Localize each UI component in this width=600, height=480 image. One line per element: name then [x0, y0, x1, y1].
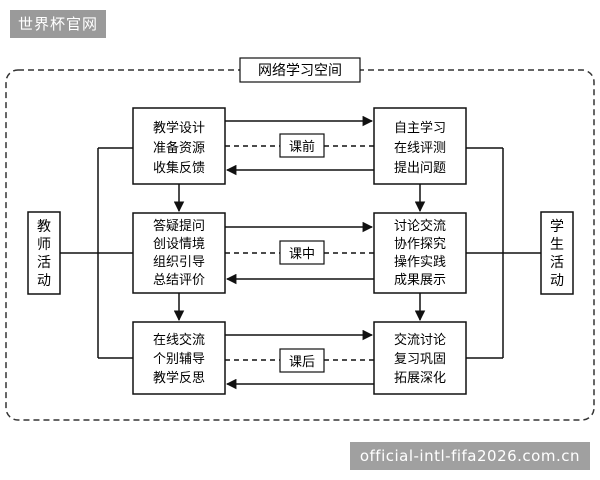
- teacher-in-line-4: 总结评价: [153, 273, 205, 288]
- frame-title-box: [239, 57, 361, 83]
- watermark-bottom-right: official-intl-fifa2026.com.cn: [349, 442, 590, 470]
- frame-title: 网络学习空间: [258, 63, 342, 79]
- teacher-before-line-1: 教学设计: [153, 120, 205, 136]
- student-in-line-4: 成果展示: [394, 273, 446, 288]
- student-bracket: [466, 147, 541, 359]
- stage-label-before: 课前: [289, 139, 315, 155]
- teacher-activity-char-2: 师: [37, 237, 51, 253]
- student-before-line-1: 自主学习: [394, 120, 446, 136]
- teacher-in-line-2: 创设情境: [153, 237, 205, 252]
- stage-label-after: 课后: [289, 355, 315, 370]
- student-after-line-3: 拓展深化: [394, 371, 446, 386]
- student-after-line-1: 交流讨论: [394, 332, 446, 348]
- teacher-after-line-2: 个别辅导: [153, 352, 205, 367]
- teacher-box-before-class: [132, 107, 226, 185]
- teacher-bracket: [60, 147, 133, 359]
- student-after-line-2: 复习巩固: [394, 352, 446, 367]
- teacher-activity-char-3: 活: [37, 255, 51, 271]
- student-in-line-1: 讨论交流: [394, 218, 446, 234]
- student-in-line-2: 协作探究: [394, 237, 446, 252]
- student-box-in-class: [373, 212, 467, 294]
- teacher-after-line-3: 教学反思: [153, 370, 205, 386]
- watermark-top-left: 世界杯官网: [10, 10, 107, 38]
- student-activity-char-3: 活: [550, 255, 564, 271]
- student-in-line-3: 操作实践: [394, 254, 446, 270]
- student-box-after-class: [373, 321, 467, 395]
- teacher-activity-char-4: 动: [37, 273, 51, 289]
- teacher-box-after-class: [132, 321, 226, 395]
- stage-label-in: 课中: [289, 247, 315, 262]
- stage-label-box-after: [279, 348, 325, 373]
- student-activity-char-2: 生: [550, 237, 564, 253]
- student-before-line-3: 提出问题: [394, 160, 446, 176]
- teacher-in-line-3: 组织引导: [153, 255, 205, 270]
- student-activity-char-1: 学: [550, 219, 564, 235]
- teacher-activity-char-1: 教: [37, 219, 51, 235]
- stage-label-box-before: [279, 133, 325, 158]
- teacher-before-line-3: 收集反馈: [153, 160, 205, 176]
- teacher-in-line-1: 答疑提问: [153, 218, 205, 234]
- student-activity-char-4: 动: [550, 273, 564, 289]
- stage-label-box-in: [279, 240, 325, 265]
- student-before-line-2: 在线评测: [394, 141, 446, 156]
- teacher-after-line-1: 在线交流: [153, 332, 205, 348]
- teacher-before-line-2: 准备资源: [153, 140, 205, 156]
